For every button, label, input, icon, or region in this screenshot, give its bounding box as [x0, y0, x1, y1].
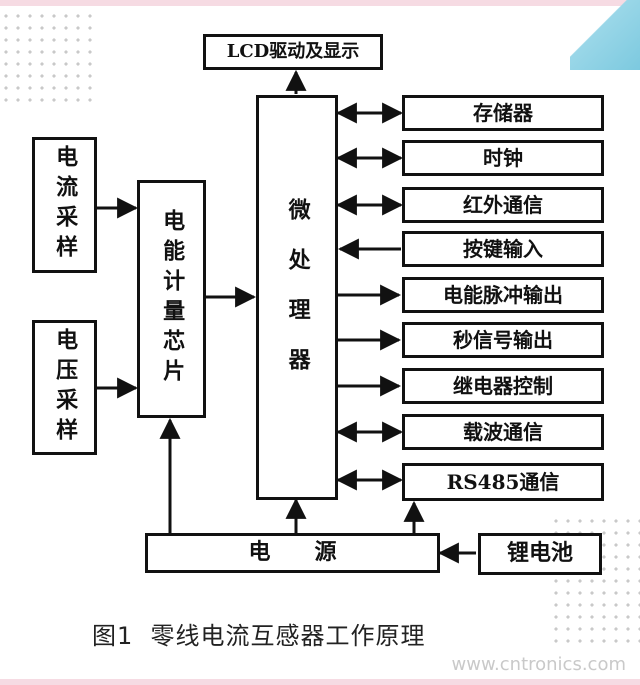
- watermark: www.cntronics.com: [451, 654, 626, 675]
- infrared-box: 红外通信: [402, 187, 604, 223]
- rs485-label: RS485通信: [446, 469, 560, 494]
- rs485-box: RS485通信: [402, 463, 604, 501]
- top-border: [0, 0, 640, 6]
- storage-box: 存储器: [402, 95, 604, 131]
- storage-label: 存储器: [473, 100, 533, 125]
- battery-label: 锂电池: [506, 540, 573, 567]
- power-supply-label: 电 源: [248, 539, 337, 566]
- metering-chip-label: 电能计量芯片: [159, 209, 186, 389]
- lcd-display-box: LCD驱动及显示: [203, 34, 383, 70]
- key-input-box: 按键输入: [402, 231, 604, 267]
- clock-label: 时钟: [483, 145, 523, 170]
- figure-caption: 图1 零线电流互感器工作原理: [92, 622, 426, 650]
- pulse-output-label: 电能脉冲输出: [443, 282, 563, 307]
- power-supply-box: 电 源: [145, 533, 440, 573]
- pulse-output-box: 电能脉冲输出: [402, 277, 604, 313]
- voltage-sampling-box: 电压采样: [32, 320, 97, 455]
- relay-control-label: 继电器控制: [453, 373, 553, 398]
- mcu-box: 微处理器: [256, 95, 338, 500]
- metering-chip-box: 电能计量芯片: [137, 180, 206, 418]
- corner-decoration: [570, 0, 640, 70]
- clock-box: 时钟: [402, 140, 604, 176]
- infrared-label: 红外通信: [463, 192, 543, 217]
- carrier-comm-label: 载波通信: [463, 419, 543, 444]
- second-signal-box: 秒信号输出: [402, 322, 604, 358]
- second-signal-label: 秒信号输出: [453, 327, 553, 352]
- lcd-label: LCD驱动及显示: [226, 40, 360, 62]
- relay-control-box: 继电器控制: [402, 368, 604, 404]
- mcu-label: 微处理器: [284, 197, 311, 398]
- battery-box: 锂电池: [478, 533, 602, 575]
- voltage-sampling-label: 电压采样: [52, 327, 79, 448]
- carrier-comm-box: 载波通信: [402, 414, 604, 450]
- dot-pattern-top-left: [0, 10, 95, 110]
- current-sampling-box: 电流采样: [32, 137, 97, 273]
- bottom-border: [0, 679, 640, 685]
- key-input-label: 按键输入: [463, 236, 543, 261]
- current-sampling-label: 电流采样: [52, 145, 79, 265]
